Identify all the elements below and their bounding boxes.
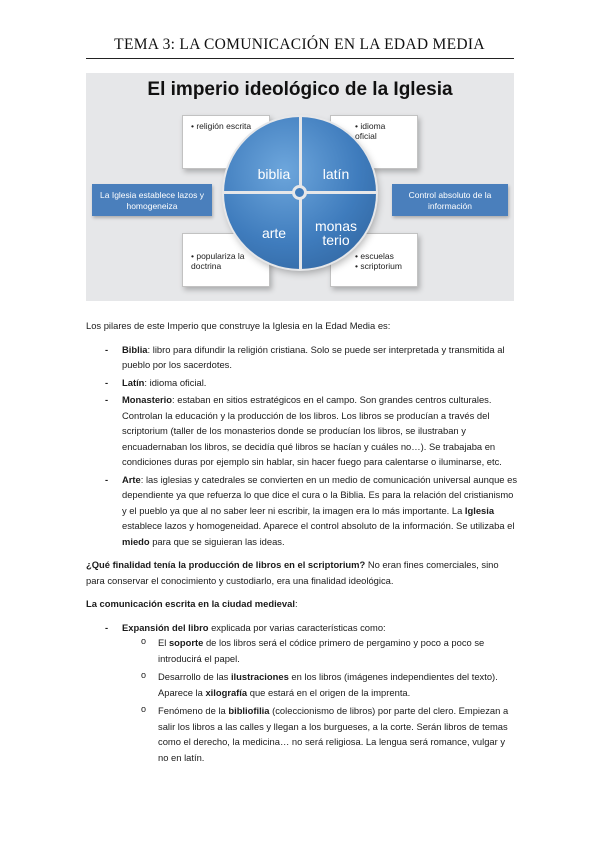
expansion-item: Expansión del libro explicada por varias…	[86, 620, 518, 766]
box-escuelas: • escuelas	[355, 251, 394, 261]
pillar-latin: Latín: idioma oficial.	[86, 375, 518, 391]
term-biblia: Biblia	[122, 343, 148, 355]
text-arte-1: : las iglesias y catedrales se convierte…	[122, 473, 518, 516]
expansion-bold: Expansión del libro	[122, 621, 209, 633]
question-bold: ¿Qué finalidad tenía la producción de li…	[86, 559, 366, 570]
sub-item-soporte: El soporte de los libros será el códice …	[122, 634, 518, 666]
expansion-text: explicada por varias características com…	[208, 621, 386, 633]
text-arte-3: para que se siguieran las ideas.	[149, 535, 285, 547]
question-paragraph: ¿Qué finalidad tenía la producción de li…	[86, 557, 518, 588]
biblio-pre: Fenómeno de la	[158, 705, 229, 716]
ilus-bold-2: xilografía	[205, 686, 248, 698]
document-body: Los pilares de este Imperio que construy…	[86, 318, 518, 773]
section-title-text: La comunicación escrita en la ciudad med…	[86, 598, 295, 609]
ilus-pre: Desarrollo de las	[158, 671, 231, 682]
biblio-post: (coleccionismo de libros) por parte del …	[158, 705, 509, 763]
pillar-monasterio: Monasterio: estaban en sitios estratégic…	[86, 392, 518, 470]
sub-item-ilustraciones: Desarrollo de las ilustraciones en los l…	[122, 668, 518, 700]
quadrant-monasterio-line1: monas	[314, 218, 358, 234]
expansion-list: Expansión del libro explicada por varias…	[86, 620, 518, 766]
quadrant-arte: arte	[261, 225, 287, 241]
circle-hub	[292, 185, 307, 200]
bold-iglesia: Iglesia	[464, 504, 495, 516]
bold-miedo: miedo	[122, 535, 150, 547]
soporte-post: de los libros será el códice primero de …	[158, 637, 485, 664]
soporte-bold: soporte	[168, 637, 204, 648]
pillar-biblia: Biblia: libro para difundir la religión …	[86, 342, 518, 373]
section-title-colon: :	[294, 598, 298, 609]
text-biblia: : libro para difundir la religión cristi…	[122, 343, 505, 371]
box-scriptorium: • scriptorium	[355, 261, 402, 271]
sub-item-bibliofilia: Fenómeno de la bibliofilia (coleccionism…	[122, 702, 518, 765]
quadrant-latin: latín	[322, 166, 350, 182]
text-monasterio: : estaban en sitios estratégicos en el c…	[122, 394, 502, 467]
term-latin: Latín	[122, 376, 145, 388]
side-box-control: Control absoluto de la información	[392, 184, 508, 216]
section-title: La comunicación escrita en la ciudad med…	[86, 596, 518, 612]
pillar-arte: Arte: las iglesias y catedrales se convi…	[86, 472, 518, 550]
quadrant-monasterio: monas terio	[306, 219, 366, 247]
text-arte-2: establece lazos y homogeneidad. Aparece …	[122, 520, 515, 531]
text-latin: : idioma oficial.	[144, 376, 207, 388]
ideology-figure: El imperio ideológico de la Iglesia • re…	[86, 73, 514, 301]
ilus-post: que estará en el origen de la imprenta.	[247, 686, 411, 698]
ilus-mid: en los libros (imágenes independientes d…	[158, 671, 498, 698]
pillars-list: Biblia: libro para difundir la religión …	[86, 342, 518, 550]
term-monasterio: Monasterio	[122, 394, 173, 405]
biblio-bold: bibliofilia	[228, 705, 270, 716]
soporte-pre: El	[158, 637, 169, 648]
quadrant-biblia: biblia	[257, 166, 291, 182]
page-header: TEMA 3: LA COMUNICACIÓN EN LA EDAD MEDIA	[114, 36, 485, 53]
intro-paragraph: Los pilares de este Imperio que construy…	[86, 320, 391, 331]
term-arte: Arte	[122, 473, 141, 485]
ilus-bold: ilustraciones	[230, 671, 289, 682]
expansion-sublist: El soporte de los libros será el códice …	[122, 634, 518, 765]
header-rule	[86, 58, 514, 59]
figure-title: El imperio ideológico de la Iglesia	[147, 79, 453, 100]
side-box-lazos: La Iglesia establece lazos y homogeneiza	[92, 184, 212, 216]
quadrant-monasterio-line2: terio	[322, 232, 350, 248]
question-answer: No eran fines comerciales, sino para con…	[86, 559, 499, 586]
